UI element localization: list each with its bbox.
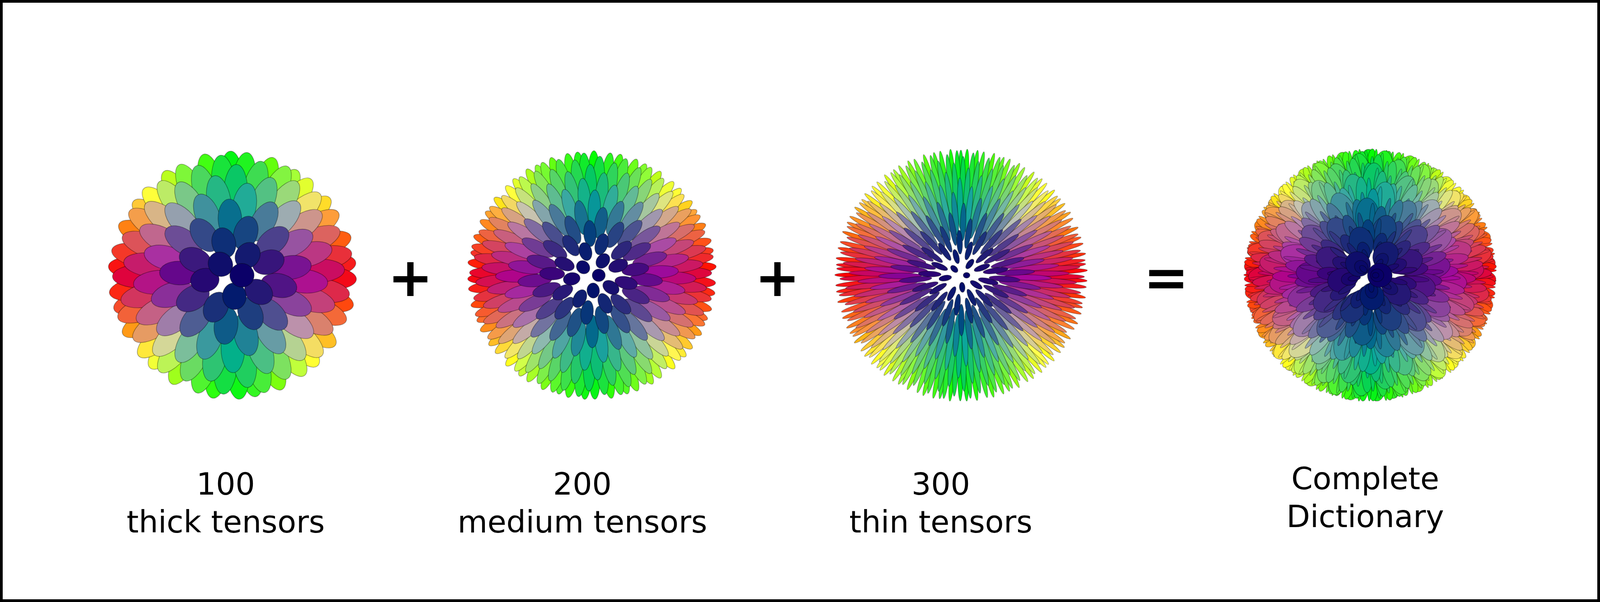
tensor-glyph bbox=[592, 269, 606, 282]
plus-sign: + bbox=[387, 250, 434, 305]
tensor-glyph bbox=[586, 282, 600, 299]
tensor-glyph bbox=[963, 241, 975, 261]
sphere-caption: 100 thick tensors bbox=[126, 465, 325, 542]
tensor-glyph bbox=[953, 293, 962, 317]
tensor-glyph bbox=[229, 263, 255, 288]
tensor-glyph bbox=[606, 256, 630, 275]
tensor-glyph bbox=[918, 270, 942, 278]
tensor-glyph bbox=[940, 298, 956, 327]
tensor-glyph bbox=[936, 241, 954, 262]
sphere-caption: 200 medium tensors bbox=[457, 465, 707, 542]
tensor-glyph bbox=[949, 264, 960, 275]
tensor-glyph bbox=[958, 282, 966, 293]
tensor-glyph bbox=[945, 285, 958, 303]
tensor-glyph bbox=[593, 251, 613, 272]
tensor-glyph bbox=[965, 288, 978, 307]
medium-sphere bbox=[467, 150, 717, 400]
equals-sign: = bbox=[1143, 250, 1190, 305]
tensor-glyph bbox=[963, 272, 971, 279]
thick-sphere bbox=[107, 151, 357, 401]
tensor-glyph bbox=[930, 260, 949, 273]
tensor-glyph bbox=[1358, 264, 1369, 275]
tensor-glyph bbox=[592, 232, 611, 257]
tensor-glyph bbox=[573, 257, 593, 277]
tensor-glyph bbox=[576, 241, 594, 262]
thin-sphere bbox=[834, 148, 1088, 402]
tensor-glyph bbox=[928, 281, 949, 297]
tensor-glyph bbox=[1370, 269, 1384, 282]
sphere-caption: Complete Dictionary bbox=[1286, 460, 1445, 536]
complete-sphere bbox=[1243, 148, 1497, 403]
tensor-glyph bbox=[956, 230, 963, 255]
tensor-glyph bbox=[968, 279, 984, 292]
sphere-caption: 300 thin tensors bbox=[849, 465, 1033, 542]
tensor-glyph bbox=[600, 277, 622, 298]
tensor-glyph bbox=[558, 232, 583, 260]
tensor-glyph bbox=[1367, 263, 1393, 288]
tensor-glyph bbox=[977, 276, 999, 287]
tensor-glyph bbox=[951, 248, 961, 265]
tensor-glyph bbox=[562, 271, 582, 287]
tensor-glyph bbox=[938, 274, 953, 283]
tensor-glyph bbox=[552, 254, 577, 275]
tensor-glyph bbox=[1372, 272, 1380, 279]
tensor-glyph bbox=[973, 288, 995, 309]
tensor-glyph bbox=[974, 246, 995, 266]
plus-sign: + bbox=[754, 250, 801, 305]
tensor-glyph bbox=[973, 262, 991, 274]
tensor-glyph bbox=[964, 257, 976, 271]
